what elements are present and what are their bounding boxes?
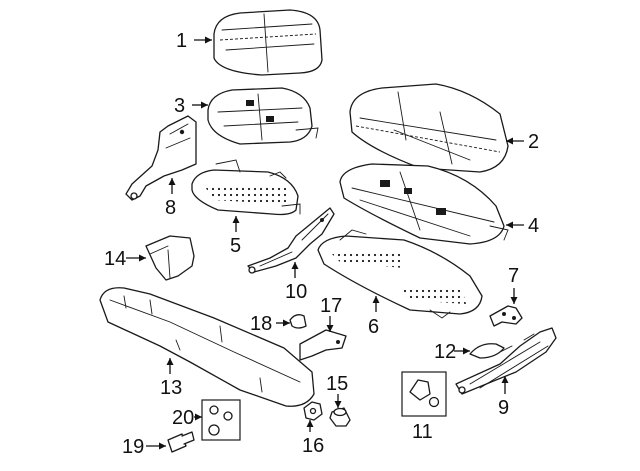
arrowhead-7 — [510, 297, 518, 304]
part-1-cushion-cover — [213, 9, 323, 76]
part-14-cover — [145, 235, 195, 281]
arrowhead-3 — [201, 101, 208, 109]
callout-5: 5 — [230, 235, 241, 257]
callout-11: 11 — [412, 421, 433, 443]
callout-16: 16 — [302, 435, 324, 457]
part-17-wire-hook — [299, 329, 347, 361]
part-13-storage-tray — [99, 287, 315, 407]
callout-17: 17 — [320, 295, 342, 317]
callout-10: 10 — [285, 281, 307, 303]
arrowhead-17 — [326, 325, 334, 332]
part-18-clip — [289, 314, 307, 329]
arrowhead-16 — [306, 420, 314, 427]
part-4-large-cushion-pad — [339, 163, 509, 245]
callout-6: 6 — [368, 316, 379, 338]
callout-1: 1 — [176, 30, 187, 52]
part-2-large-cushion-cover — [349, 83, 509, 173]
arrowhead-5 — [232, 216, 240, 223]
arrowhead-12 — [463, 347, 470, 355]
arrowhead-10 — [291, 262, 299, 269]
part-8-side-bracket — [125, 115, 197, 201]
arrowhead-14 — [139, 254, 146, 262]
arrowhead-8 — [168, 178, 176, 185]
callout-20: 20 — [172, 407, 194, 429]
arrowhead-13 — [166, 358, 174, 365]
callout-3: 3 — [174, 95, 185, 117]
arrowhead-19 — [159, 442, 166, 450]
callout-14: 14 — [104, 248, 126, 270]
callout-9: 9 — [498, 397, 509, 419]
callout-12: 12 — [434, 341, 456, 363]
callout-layer: 1 2 3 4 5 6 7 8 9 10 11 12 13 14 15 16 1… — [104, 30, 539, 458]
callout-15: 15 — [326, 373, 348, 395]
part-7-bracket — [489, 305, 523, 327]
callout-2: 2 — [528, 131, 539, 153]
arrowhead-6 — [372, 296, 380, 303]
part-11-cap-and-plug — [401, 371, 447, 417]
part-12-clip — [469, 343, 505, 359]
part-19-bolt — [167, 431, 195, 453]
arrowhead-9 — [501, 376, 509, 383]
part-6-large-seat-frame — [317, 229, 483, 319]
callout-19: 19 — [122, 436, 144, 458]
arrowhead-2 — [506, 137, 513, 145]
callout-8: 8 — [165, 197, 176, 219]
callout-4: 4 — [528, 215, 539, 237]
part-10-rail-bracket — [247, 207, 335, 274]
callout-7: 7 — [508, 265, 519, 287]
part-5-seat-frame — [191, 159, 301, 216]
part-20-clip-set — [201, 399, 241, 441]
part-9-rail-bracket — [455, 327, 557, 395]
arrowhead-20 — [195, 413, 202, 421]
arrowhead-4 — [506, 221, 513, 229]
callout-13: 13 — [160, 377, 182, 399]
arrowhead-15 — [334, 401, 342, 408]
callout-18: 18 — [250, 313, 272, 335]
part-15-plug — [329, 407, 351, 427]
part-3-cushion-pad — [207, 87, 319, 145]
arrowhead-18 — [283, 319, 290, 327]
arrowhead-1 — [205, 36, 212, 44]
part-16-nut — [303, 401, 323, 421]
